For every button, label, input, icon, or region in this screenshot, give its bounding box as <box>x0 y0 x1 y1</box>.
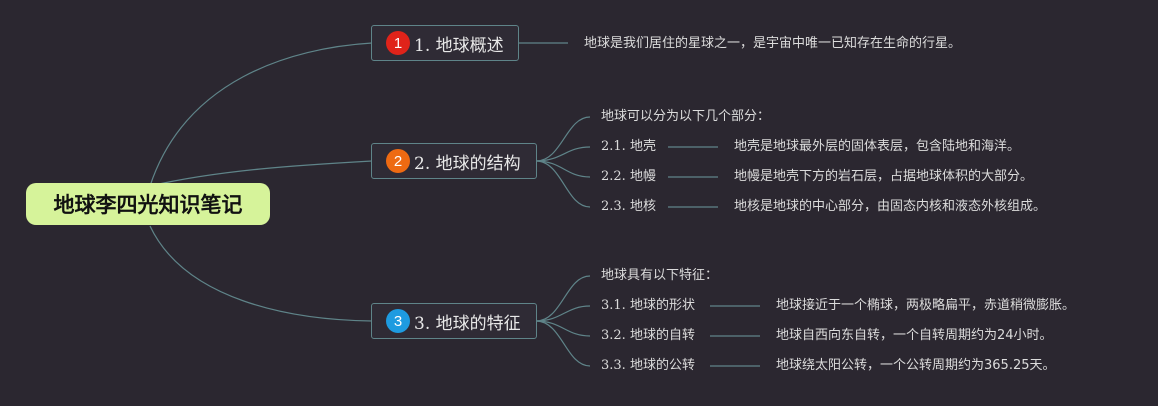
branch-2-item-2-detail[interactable]: 地幔是地壳下方的岩石层，占据地球体积的大部分。 <box>734 169 1034 184</box>
branch-node-2[interactable]: 2 2. 地球的结构 <box>371 143 537 179</box>
connector-branch-2-item-1 <box>535 146 591 162</box>
priority-2-badge-icon: 2 <box>386 149 410 173</box>
branch-3-item-1-detail[interactable]: 地球接近于一个椭球，两极略扁平，赤道稍微膨胀。 <box>776 298 1076 313</box>
branch-3-item-2-label[interactable]: 3.2. 地球的自转 <box>601 328 695 343</box>
branch-1-detail[interactable]: 地球是我们居住的星球之一，是宇宙中唯一已知存在生命的行星。 <box>584 36 962 51</box>
branch-2-item-1-label[interactable]: 2.1. 地壳 <box>601 139 656 154</box>
root-title: 地球李四光知识笔记 <box>53 193 243 217</box>
branch-2-intro[interactable]: 地球可以分为以下几个部分： <box>601 109 771 124</box>
connector-root-branch-3 <box>149 225 373 322</box>
connector-root-branch-1 <box>149 42 373 187</box>
branch-2-title: 2. 地球的结构 <box>414 153 521 174</box>
connector-branch-2-item-3 <box>535 160 591 208</box>
branch-3-title: 3. 地球的特征 <box>414 313 521 334</box>
branch-2-item-3-detail[interactable]: 地核是地球的中心部分，由固态内核和液态外核组成。 <box>734 199 1047 214</box>
branch-3-item-2-detail[interactable]: 地球自西向东自转，一个自转周期约为24小时。 <box>776 328 1053 343</box>
connector-branch-3-item-1 <box>535 305 591 322</box>
connector-root-branch-2 <box>149 160 373 187</box>
branch-3-intro[interactable]: 地球具有以下特征： <box>601 268 719 283</box>
root-node[interactable]: 地球李四光知识笔记 <box>26 183 270 225</box>
branch-2-item-3-label[interactable]: 2.3. 地核 <box>601 199 656 214</box>
branch-2-item-1-detail[interactable]: 地壳是地球最外层的固体表层，包含陆地和海洋。 <box>734 139 1021 154</box>
connector-branch-3-item-2 <box>535 320 591 337</box>
branch-node-3[interactable]: 3 3. 地球的特征 <box>371 303 537 339</box>
connector-branch-3-intro <box>535 275 591 322</box>
connector-branch-3-item-3 <box>535 320 591 367</box>
priority-3-badge-icon: 3 <box>386 309 410 333</box>
branch-3-item-3-label[interactable]: 3.3. 地球的公转 <box>601 358 695 373</box>
branch-node-1[interactable]: 1 1. 地球概述 <box>371 25 519 61</box>
branch-3-item-1-label[interactable]: 3.1. 地球的形状 <box>601 298 695 313</box>
branch-1-title: 1. 地球概述 <box>414 35 504 56</box>
priority-1-badge-icon: 1 <box>386 31 410 55</box>
branch-2-item-2-label[interactable]: 2.2. 地幔 <box>601 169 656 184</box>
connector-branch-2-item-2 <box>535 160 591 178</box>
connector-branch-2-intro <box>535 116 591 162</box>
branch-3-item-3-detail[interactable]: 地球绕太阳公转，一个公转周期约为365.25天。 <box>776 358 1056 373</box>
